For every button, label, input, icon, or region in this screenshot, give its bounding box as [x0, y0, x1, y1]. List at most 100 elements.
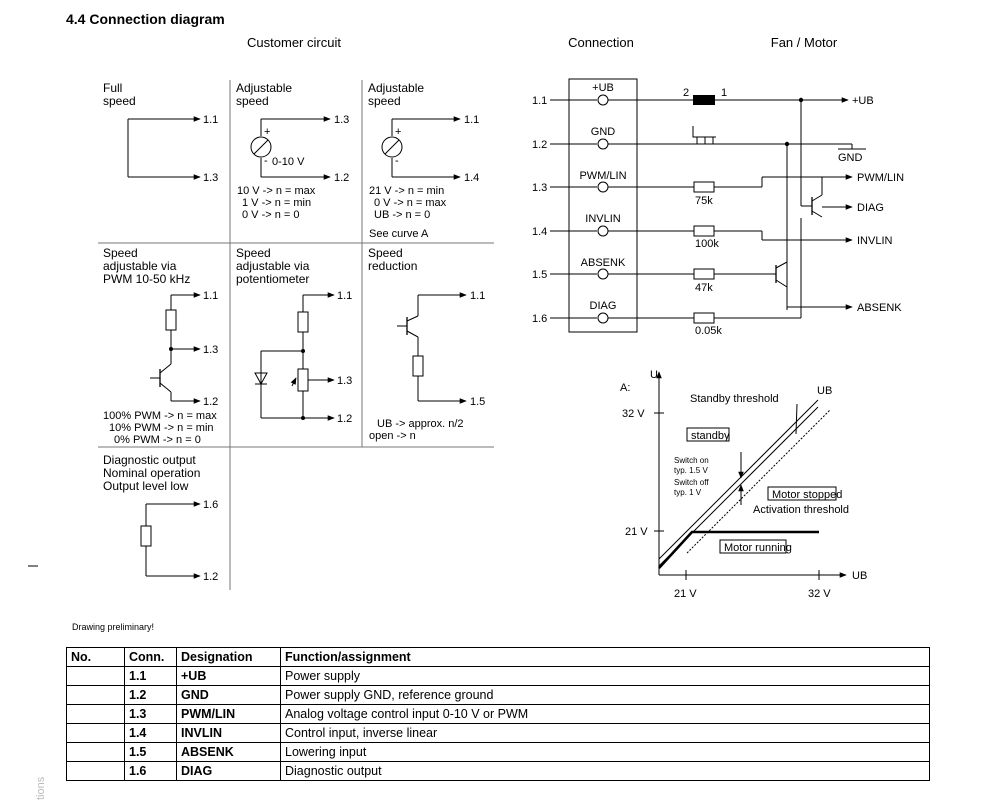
- switch-on-2: typ. 1.5 V: [674, 466, 708, 475]
- activation-threshold-line: [686, 409, 831, 554]
- cell-designation: +UB: [176, 666, 281, 686]
- header-fan-motor: Fan / Motor: [771, 35, 838, 50]
- pwm-title-1: Speed: [103, 246, 138, 260]
- adj-b-see-curve: See curve A: [369, 228, 429, 240]
- section-title: 4.4 Connection diagram: [66, 11, 225, 27]
- reduction-title-2: reduction: [368, 259, 417, 273]
- connection-block: 1.1 1.2 1.3 1.4 1.5 1.6 +UB GND PWM/LIN …: [532, 78, 638, 333]
- res-label-47k: 47k: [695, 282, 713, 294]
- cell-designation: GND: [176, 685, 281, 705]
- adj-b-plus: +: [395, 126, 401, 138]
- out-ub: +UB: [852, 95, 874, 107]
- cell-function: Lowering input: [280, 742, 930, 762]
- y-tick-32v: 32 V: [622, 408, 645, 420]
- pwm-line-2: 10% PWM -> n = min: [109, 422, 214, 434]
- pot-title-3: potentiometer: [236, 272, 309, 286]
- adj-a-title-2: speed: [236, 94, 269, 108]
- pwm-line-3: 0% PWM -> n = 0: [114, 434, 201, 446]
- diag-title-3: Output level low: [103, 479, 189, 493]
- table-row: 1.5 ABSENK Lowering input: [66, 742, 930, 762]
- pin-num-1-1: 1.1: [532, 95, 547, 107]
- cell-potentiometer: Speed adjustable via potentiometer 1.1 1…: [236, 246, 352, 425]
- header-connection: Connection: [568, 35, 634, 50]
- adj-a-title-1: Adjustable: [236, 81, 292, 95]
- table-row: 1.2 GND Power supply GND, reference grou…: [66, 685, 930, 705]
- cell-no: [66, 742, 125, 762]
- connector-box: [568, 78, 638, 333]
- pin-name-absenk: ABSENK: [581, 257, 626, 269]
- cell-adjustable-speed-b: Adjustable speed + - 1.1 1.4 21 V -> n =…: [368, 81, 479, 240]
- table-row: 1.3 PWM/LIN Analog voltage control input…: [66, 704, 930, 724]
- reduction-title-1: Speed: [368, 246, 403, 260]
- pwm-line-1: 100% PWM -> n = max: [103, 410, 217, 422]
- adj-b-pin-a: 1.1: [464, 114, 479, 126]
- motor-running-box: [719, 539, 787, 554]
- col-no: No.: [66, 647, 125, 667]
- pwm-title-2: adjustable via: [103, 259, 177, 273]
- adj-a-pin-a: 1.3: [334, 114, 349, 126]
- res-label-100k: 100k: [695, 238, 719, 250]
- adj-a-plus: +: [264, 126, 270, 138]
- pot-title-2: adjustable via: [236, 259, 310, 273]
- header-customer-circuit: Customer circuit: [247, 35, 341, 50]
- cell-designation: INVLIN: [176, 723, 281, 743]
- motor-stopped-box: [767, 486, 837, 501]
- out-pwm-lin: PWM/LIN: [857, 172, 904, 184]
- diag-pin-a: 1.6: [203, 499, 218, 511]
- side-text: tions: [35, 776, 47, 800]
- col-function: Function/assignment: [280, 647, 930, 667]
- input-diode: [693, 95, 715, 105]
- full-speed-title-1: Full: [103, 81, 122, 95]
- pot-pin-b: 1.3: [337, 375, 352, 387]
- cell-function: Power supply GND, reference ground: [280, 685, 930, 705]
- adj-a-line-2: 1 V -> n = min: [242, 197, 311, 209]
- x-axis-label: UB: [852, 570, 867, 582]
- resistor-100k: [693, 225, 715, 237]
- pin-num-1-2: 1.2: [532, 139, 547, 151]
- reduction-line-2: open -> n: [369, 430, 416, 442]
- cell-no: [66, 704, 125, 724]
- diag-title-2: Nominal operation: [103, 466, 200, 480]
- full-speed-pin-a: 1.1: [203, 114, 218, 126]
- standby-label: standby: [691, 430, 730, 442]
- pin-name-invlin: INVLIN: [585, 213, 621, 225]
- x-tick-21v: 21 V: [674, 588, 697, 600]
- out-absenk: ABSENK: [857, 302, 902, 314]
- cell-conn: 1.6: [124, 761, 177, 781]
- full-speed-pin-b: 1.3: [203, 172, 218, 184]
- adj-b-pin-b: 1.4: [464, 172, 479, 184]
- y-axis-label: U: [650, 369, 658, 381]
- adj-a-minus: -: [264, 155, 268, 167]
- cell-adjustable-speed-a: Adjustable speed + - 0-10 V 1.3 1.2 10 V…: [236, 81, 349, 221]
- adj-b-title-2: speed: [368, 94, 401, 108]
- pwm-pin-c: 1.2: [203, 396, 218, 408]
- out-gnd: GND: [838, 152, 863, 164]
- table-row: 1.6 DIAG Diagnostic output: [66, 761, 930, 781]
- cell-no: [66, 685, 125, 705]
- adj-b-minus: -: [395, 155, 399, 167]
- cell-function: Diagnostic output: [280, 761, 930, 781]
- res-label-0-05k: 0.05k: [695, 325, 722, 337]
- fan-motor-circuit: 2 1 +UB GND 75k PWM/LIN DIAG: [608, 87, 904, 337]
- pwm-pin-a: 1.1: [203, 290, 218, 302]
- cell-function: Analog voltage control input 0-10 V or P…: [280, 704, 930, 724]
- pin-num-1-5: 1.5: [532, 269, 547, 281]
- cell-conn: 1.1: [124, 666, 177, 686]
- drawing-note: Drawing preliminary!: [72, 622, 154, 632]
- pin-name-ub: +UB: [592, 82, 614, 94]
- diag-title-1: Diagnostic output: [103, 453, 196, 467]
- curve-label: A:: [620, 382, 630, 394]
- cell-designation: DIAG: [176, 761, 281, 781]
- out-invlin: INVLIN: [857, 235, 893, 247]
- zener-diode: [254, 372, 268, 386]
- customer-circuit-grid: [98, 80, 494, 590]
- cell-diagnostic-output: Diagnostic output Nominal operation Outp…: [103, 453, 218, 583]
- cell-designation: PWM/LIN: [176, 704, 281, 724]
- res-label-75k: 75k: [695, 195, 713, 207]
- standby-box: [686, 427, 730, 442]
- reduction-resistor: [412, 355, 424, 377]
- cell-speed-reduction: Speed reduction 1.1 1.5 UB -> approx. n/…: [368, 246, 485, 442]
- pin-assignment-table: No. Conn. Designation Function/assignmen…: [66, 647, 930, 781]
- switch-off-1: Switch off: [674, 478, 709, 487]
